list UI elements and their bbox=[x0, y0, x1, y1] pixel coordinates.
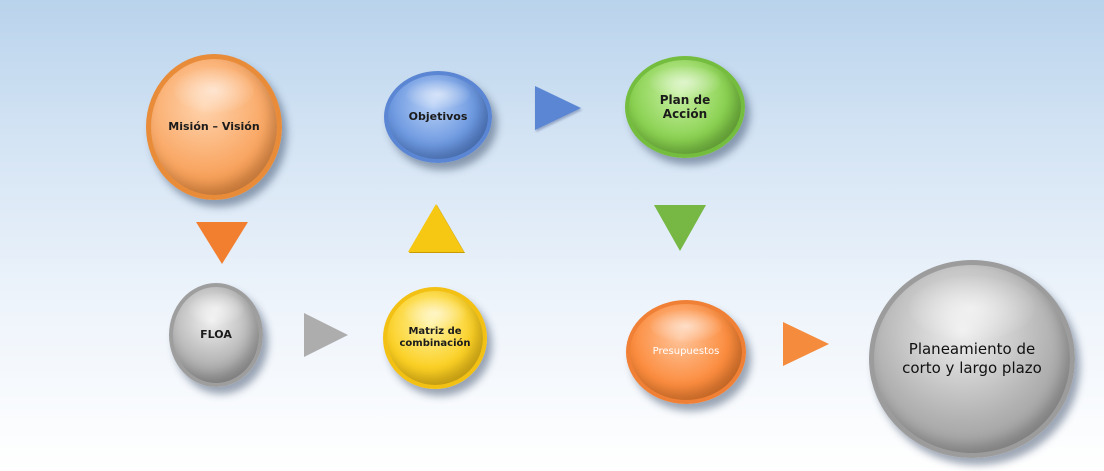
arrow-right-icon bbox=[783, 322, 829, 366]
arrow-right-icon bbox=[304, 313, 348, 357]
planeamiento-label: Planeamiento de corto y largo plazo bbox=[902, 339, 1042, 378]
mision-vision-node: Misión – Visión bbox=[146, 54, 282, 200]
arrow-right-icon bbox=[535, 86, 581, 130]
floa-label: FLOA bbox=[200, 328, 232, 342]
matriz-combinacion-label: Matriz de combinación bbox=[399, 326, 471, 349]
objetivos-node: Objetivos bbox=[384, 71, 492, 163]
presupuestos-node: Presupuestos bbox=[626, 300, 746, 404]
presupuestos-label: Presupuestos bbox=[652, 346, 720, 357]
arrow-down-icon bbox=[654, 205, 706, 251]
objetivos-label: Objetivos bbox=[408, 110, 468, 124]
plan-accion-node: Plan de Acción bbox=[625, 56, 745, 158]
planeamiento-node: Planeamiento de corto y largo plazo bbox=[869, 260, 1075, 458]
plan-accion-label: Plan de Acción bbox=[659, 92, 711, 121]
floa-node: FLOA bbox=[169, 283, 263, 387]
arrow-down-icon bbox=[196, 222, 248, 264]
arrow-up-icon bbox=[408, 204, 464, 252]
mision-vision-label: Misión – Visión bbox=[168, 120, 260, 134]
matriz-combinacion-node: Matriz de combinación bbox=[383, 287, 487, 389]
